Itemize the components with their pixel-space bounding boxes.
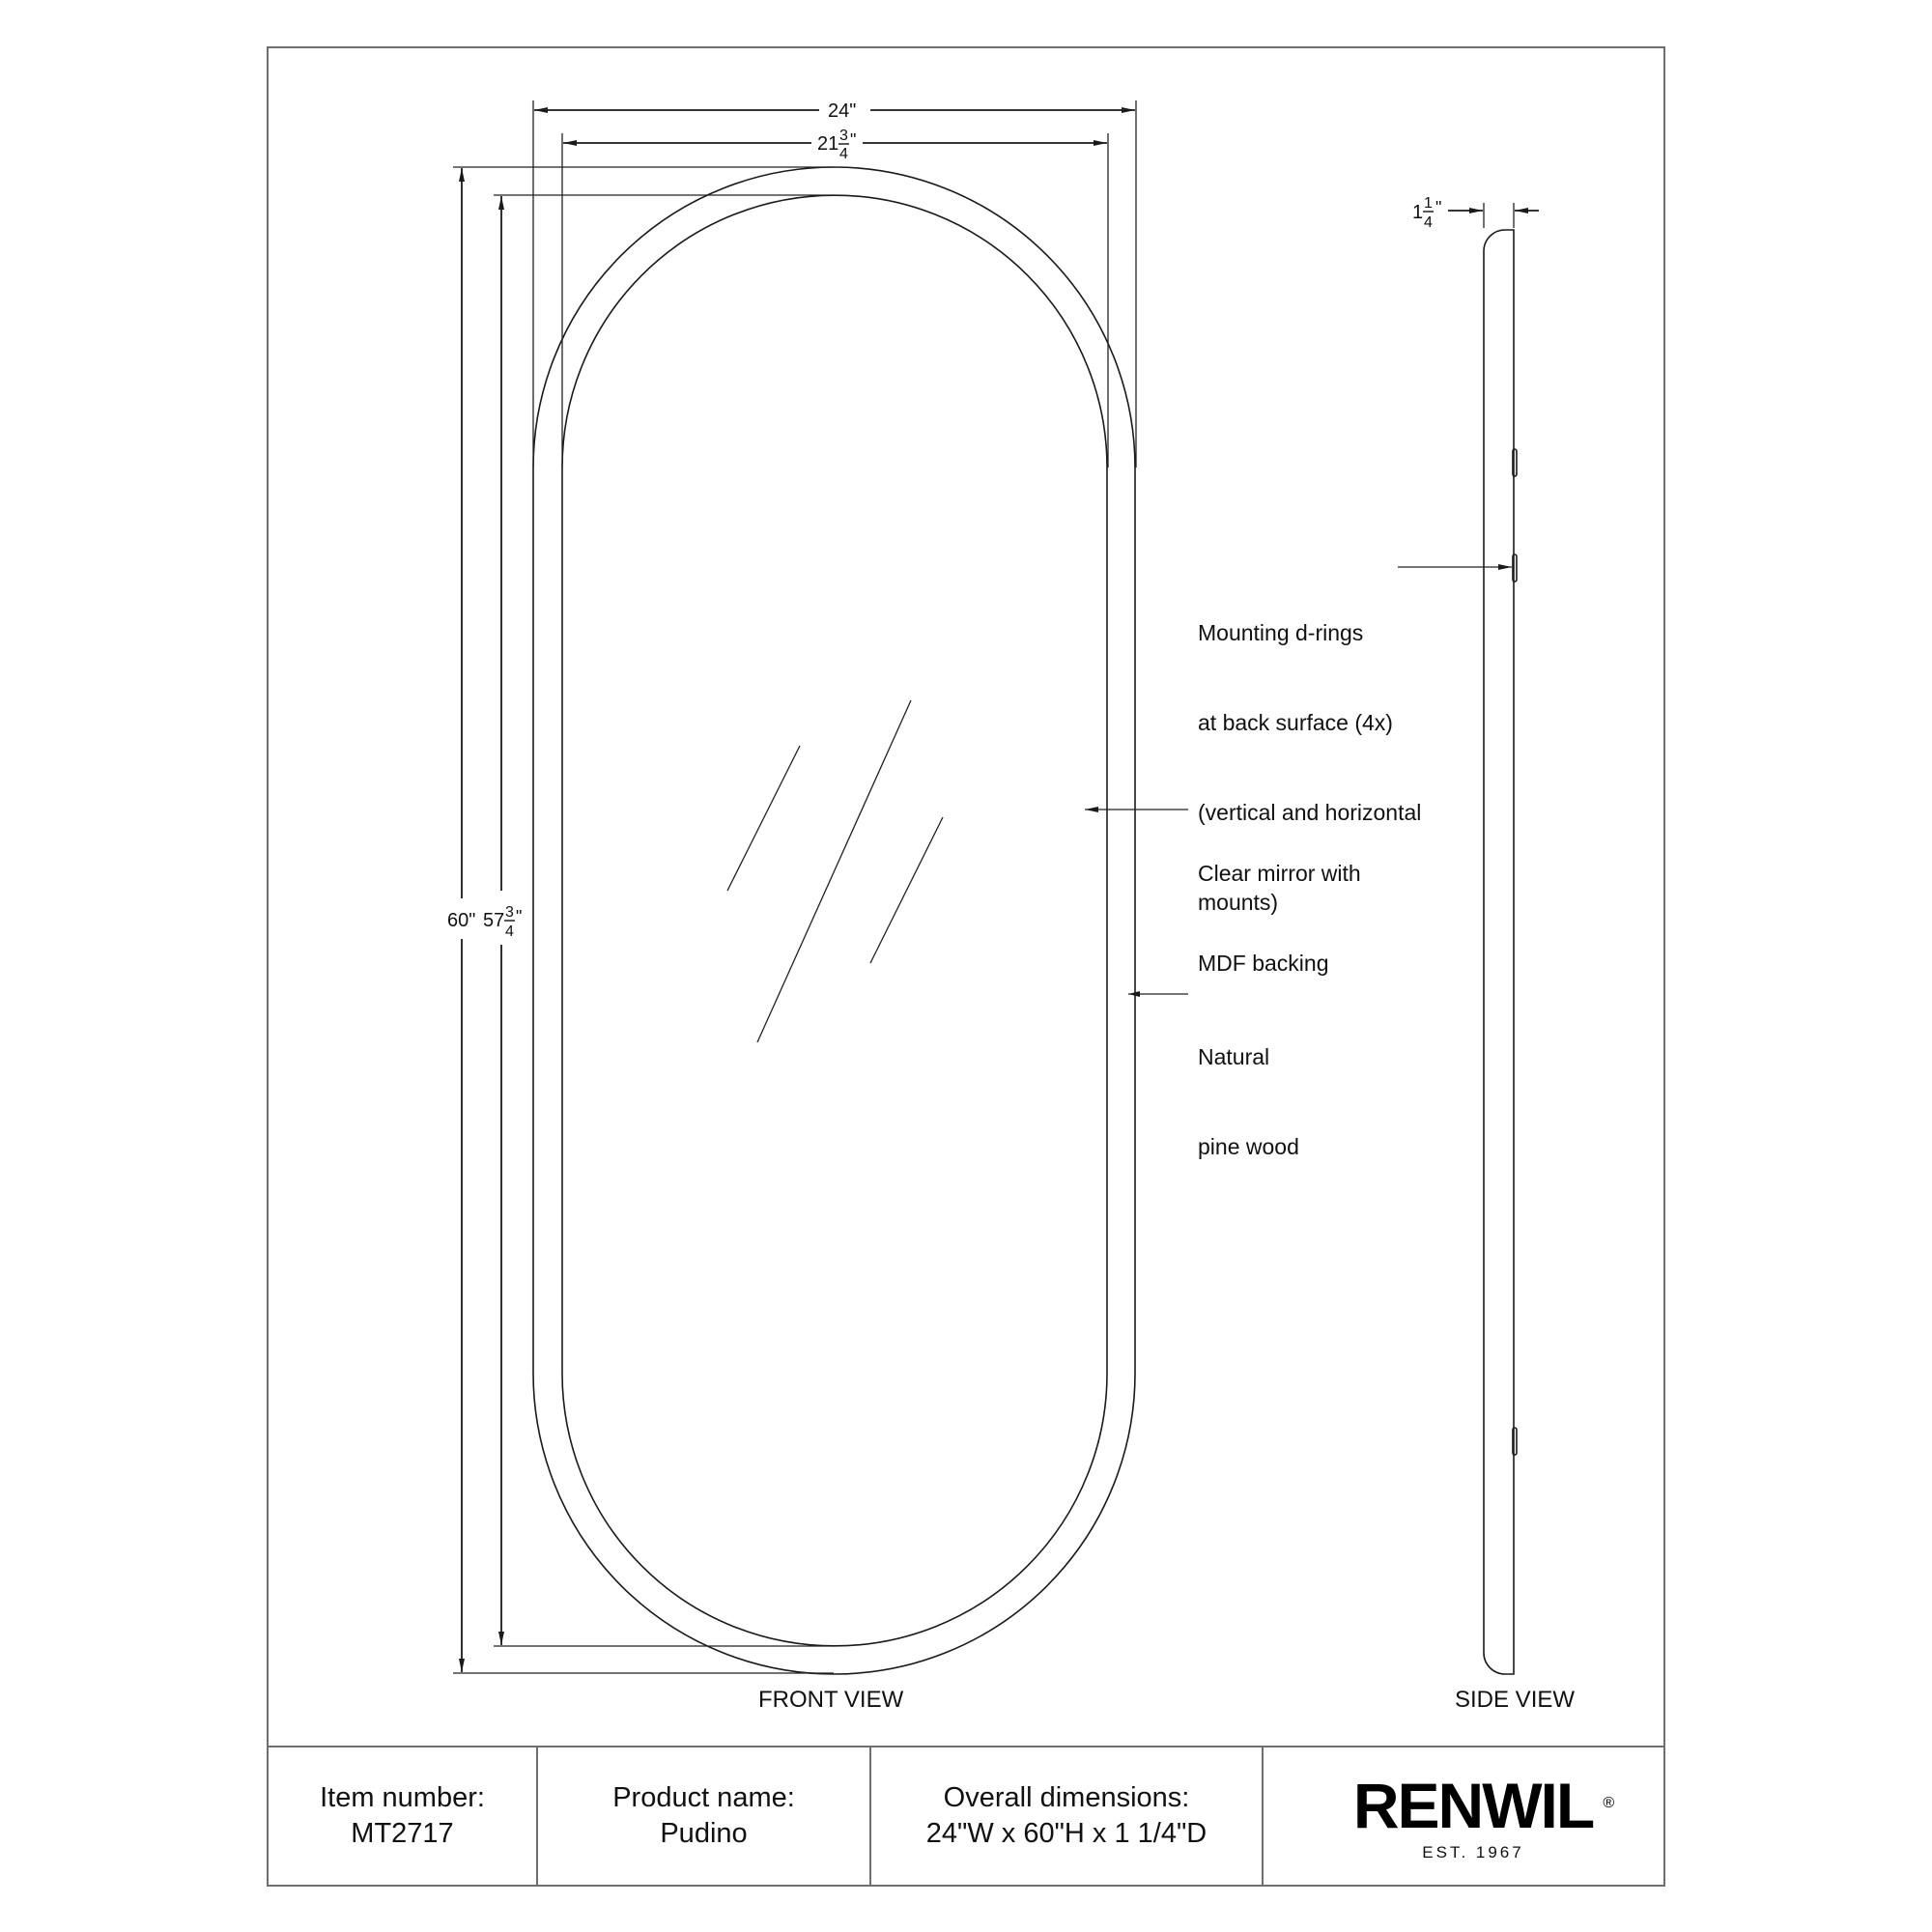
svg-text:57: 57 [483,910,504,931]
callout-line: at back surface (4x) [1198,710,1393,735]
arrow-down-icon [498,1632,504,1645]
svg-text:4: 4 [1424,214,1433,231]
svg-text:": " [516,907,522,926]
svg-text:": " [850,130,856,150]
arrow-right-icon [1122,107,1135,113]
arrow-up-icon [498,196,504,210]
front-view-label: FRONT VIEW [758,1687,904,1713]
brand-name: RENWIL [1352,1770,1595,1841]
product-name-label: Product name: [612,1782,795,1813]
registered-mark-icon: ® [1603,1795,1615,1811]
dim-inner-width: 21 3 4 " [817,128,856,162]
title-cell-item-number: Item number: MT2717 [268,1747,537,1886]
callout-frame: Natural pine wood [1198,982,1299,1192]
d-ring-icon [1512,554,1518,582]
sheet-border [267,46,1665,1887]
dim-overall-height: 60" [447,910,475,931]
callout-line: Mounting d-rings [1198,620,1364,645]
glass-reflection-line [726,745,801,892]
outer-frame-outline [532,166,1136,1675]
overall-dimensions-value: 24"W x 60"H x 1 1/4"D [925,1818,1208,1849]
d-ring-icon [1512,448,1518,477]
product-name-value: Pudino [660,1818,748,1849]
mirror-glass-outline [561,194,1108,1647]
arrow-right-icon [1094,140,1107,146]
dim-overall-width: 24" [828,100,856,122]
svg-text:4: 4 [839,146,848,162]
front-view-mirror [532,166,1136,1675]
item-number-label: Item number: [320,1782,485,1813]
arrow-right-icon [1469,208,1483,213]
side-view [1448,203,1539,1675]
arrow-down-icon [459,1659,465,1672]
side-view-label: SIDE VIEW [1455,1687,1576,1713]
brand-logo: RENWIL ® EST. 1967 [1333,1774,1614,1862]
svg-text:": " [1435,198,1441,217]
item-number-value: MT2717 [351,1818,454,1849]
height-dimensions [453,166,834,1674]
callout-line: MDF backing [1198,951,1329,976]
callout-d-rings: Mounting d-rings at back surface (4x) (v… [1198,558,1421,948]
svg-text:1: 1 [1412,202,1423,223]
arrow-left-icon [563,140,577,146]
arrow-left-icon [1085,807,1098,812]
arrow-up-icon [459,168,465,182]
title-cell-dimensions: Overall dimensions: 24"W x 60"H x 1 1/4"… [870,1747,1263,1886]
callout-line: mounts) [1198,890,1279,915]
arrow-left-icon [1128,991,1140,997]
callout-leaders [1085,564,1512,997]
callout-line: Natural [1198,1044,1270,1069]
arrow-right-icon [1498,564,1512,570]
glass-reflection-line [756,699,912,1043]
callout-line: pine wood [1198,1134,1299,1159]
svg-text:3: 3 [505,904,514,921]
width-dimensions [532,100,1137,468]
callout-line: Clear mirror with [1198,861,1361,886]
dimension-labels: 24" 21 3 4 " 60" 57 3 4 " 1 1 4 " [447,100,1441,940]
glass-reflection-line [869,816,944,964]
arrow-left-icon [534,107,548,113]
dim-depth: 1 1 4 " [1412,195,1441,231]
brand-tagline: EST. 1967 [1422,1843,1524,1861]
callout-line: (vertical and horizontal [1198,800,1422,825]
overall-dimensions-label: Overall dimensions: [943,1782,1190,1813]
callout-mirror: Clear mirror with MDF backing [1198,799,1361,1009]
svg-text:1: 1 [1424,195,1433,212]
arrow-left-icon [1515,208,1528,213]
dim-inner-height: 57 3 4 " [483,904,522,940]
title-cell-product-name: Product name: Pudino [537,1747,870,1886]
svg-text:4: 4 [505,923,514,940]
brand-wordmark: RENWIL ® [1353,1774,1614,1837]
side-profile-outline [1483,229,1515,1675]
d-ring-icon [1512,1427,1518,1456]
svg-text:21: 21 [817,133,838,155]
svg-text:3: 3 [839,128,848,144]
